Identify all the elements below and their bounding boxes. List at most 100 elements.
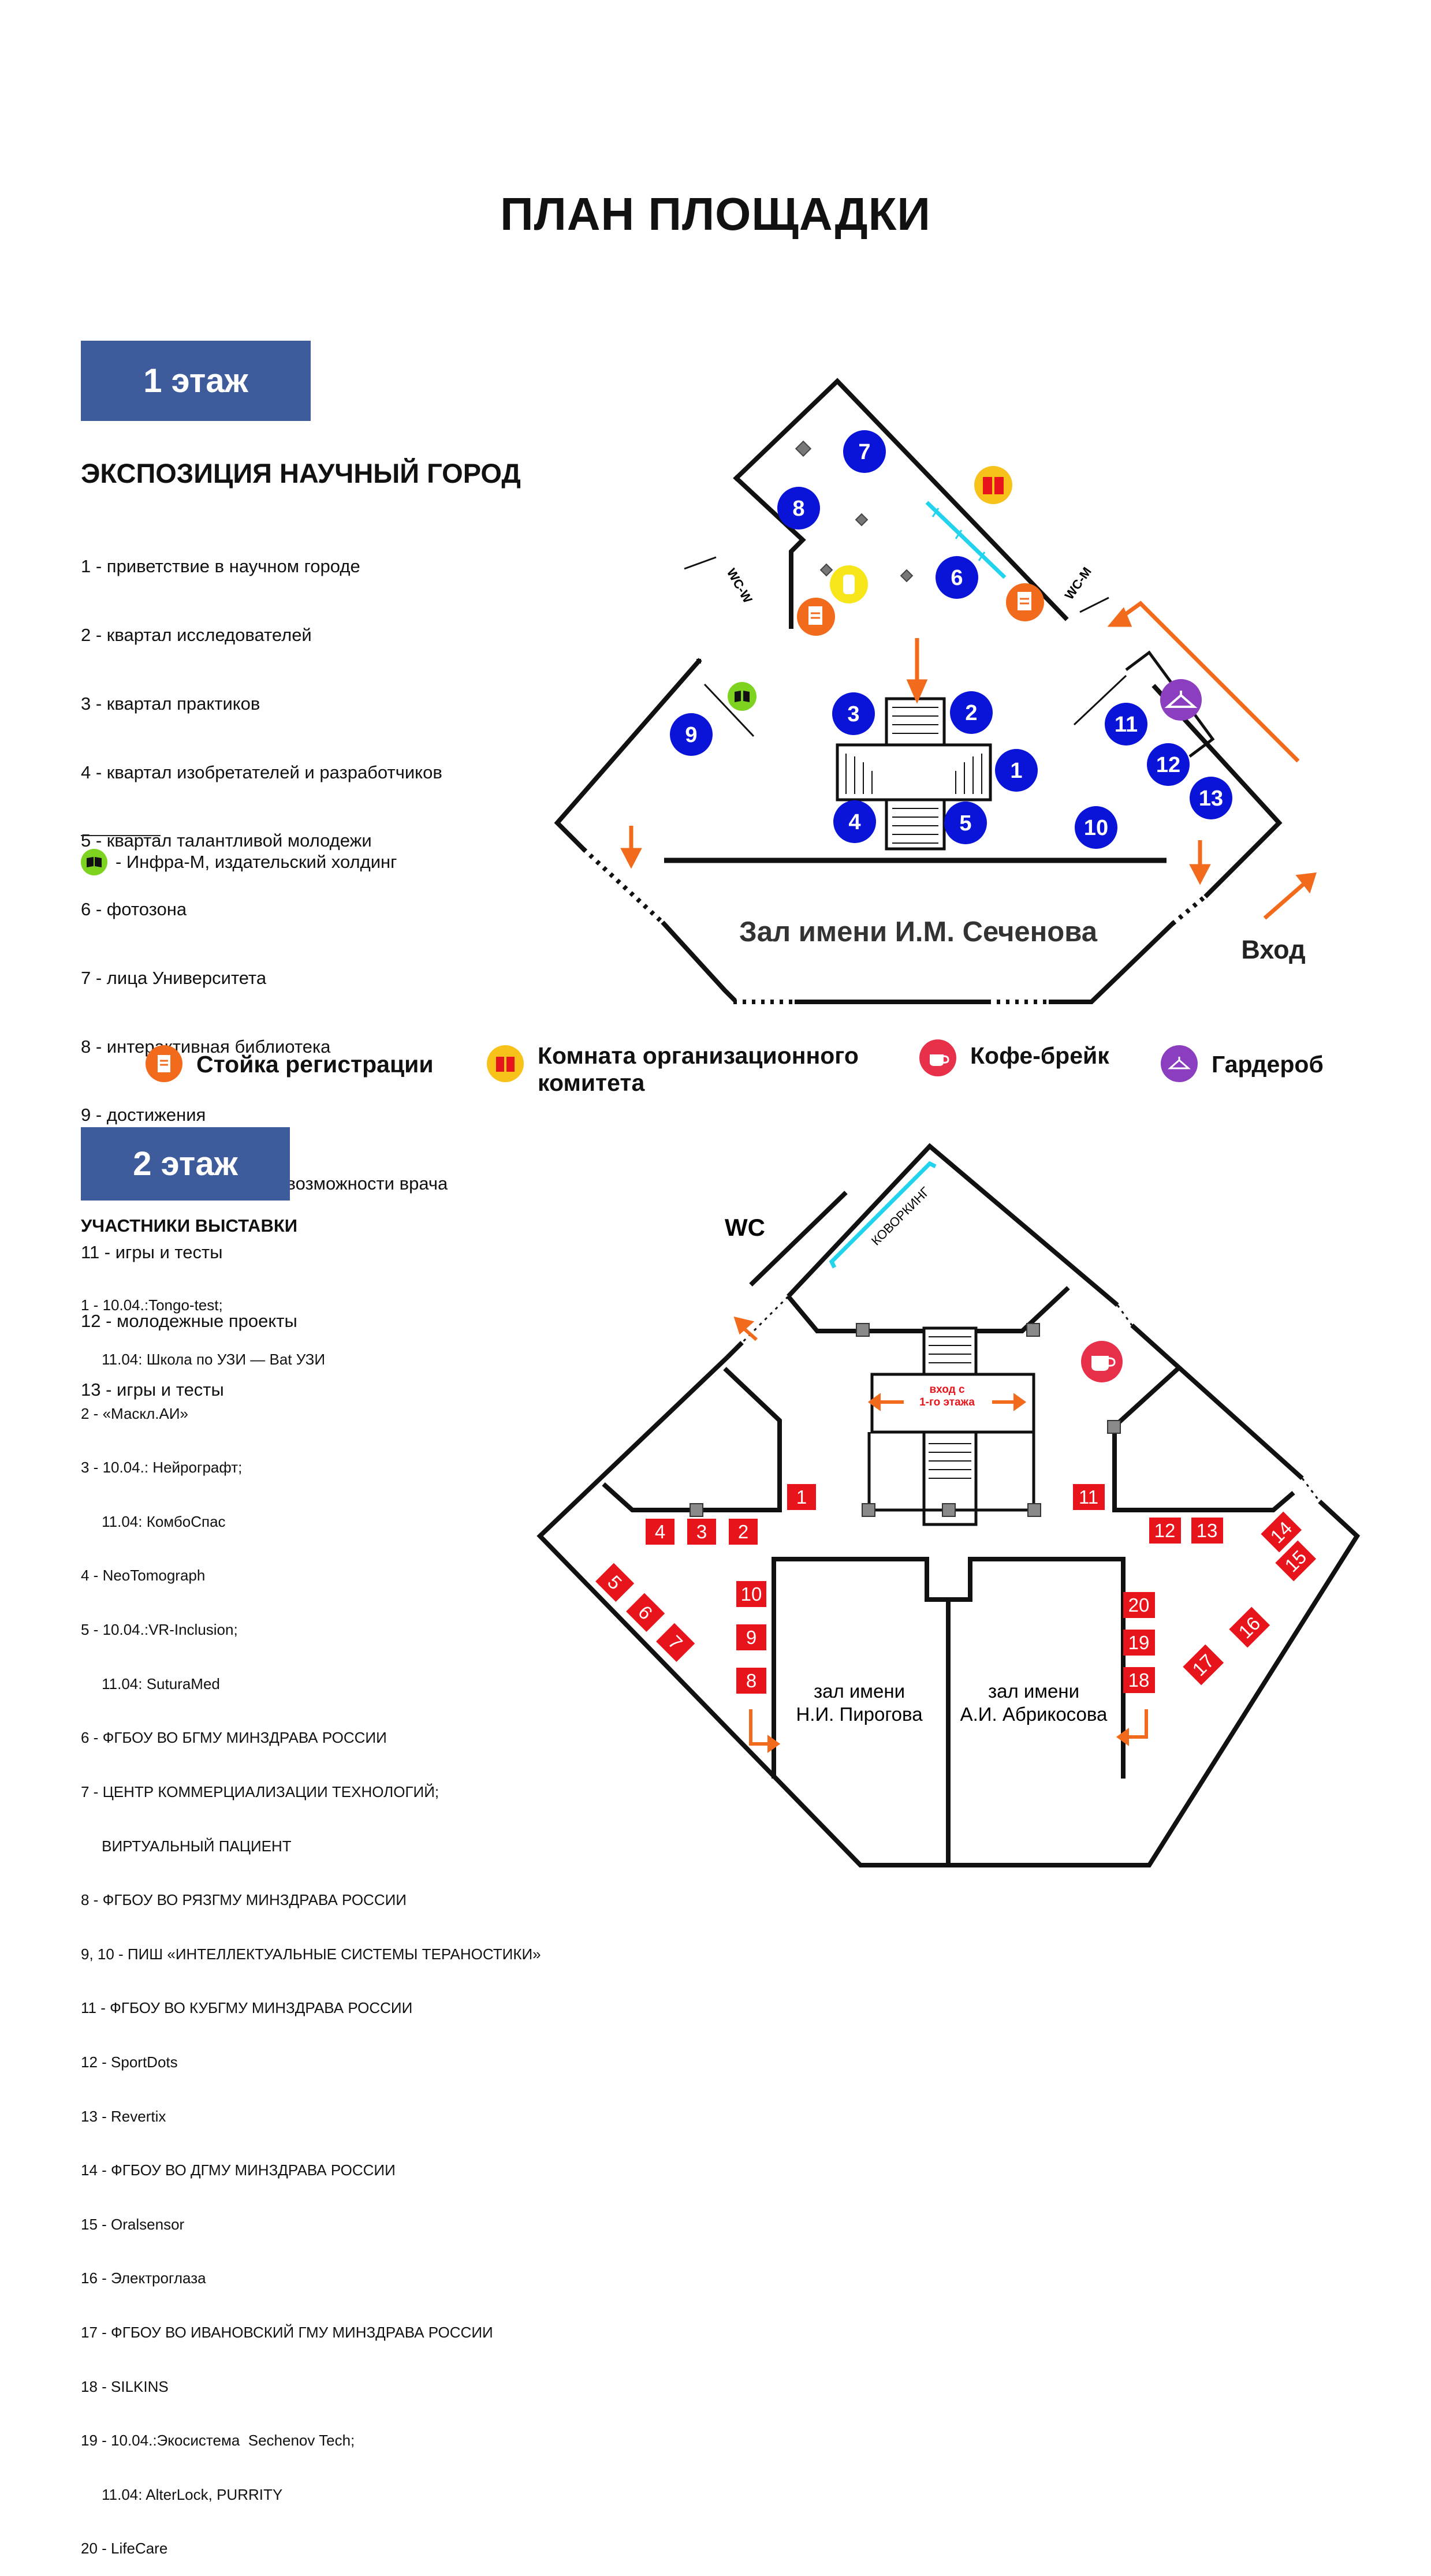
legend-committee-line2: комитета	[538, 1069, 645, 1096]
book-icon	[81, 849, 107, 875]
svg-text:13: 13	[1197, 1520, 1218, 1541]
hall-pirogov-line1: зал имени	[814, 1680, 905, 1702]
booth-19[interactable]: 19	[1123, 1630, 1155, 1656]
legend-committee-line1: Комната организационного	[538, 1042, 859, 1069]
booth-20[interactable]: 20	[1123, 1592, 1155, 1618]
list-item: 11 - ФГБОУ ВО КУБГМУ МИНЗДРАВА РОССИИ	[81, 1999, 413, 2017]
hanger-icon	[1160, 679, 1202, 721]
marker-3[interactable]: 3	[832, 692, 875, 735]
booth-6[interactable]: 6	[626, 1593, 665, 1632]
marker-8[interactable]: 8	[777, 487, 820, 530]
booth-18[interactable]: 18	[1123, 1667, 1155, 1693]
hall-sechenov-label: Зал имени И.М. Сеченова	[739, 916, 1098, 948]
legend-registration-label: Стойка регистрации	[196, 1051, 434, 1078]
list-item: 13 - Revertix	[81, 2107, 166, 2125]
list-item: 2 - квартал исследователей	[81, 624, 312, 645]
list-item: 4 - квартал изобретателей и разработчико…	[81, 762, 442, 782]
marker-1[interactable]: 1	[995, 749, 1038, 792]
list-item: 20 - LifeCare	[81, 2540, 168, 2558]
list-item: 9 - достижения	[81, 1105, 206, 1125]
booth-13[interactable]: 13	[1191, 1518, 1223, 1544]
marker-6[interactable]: 6	[936, 556, 978, 599]
booth-17[interactable]: 17	[1183, 1644, 1224, 1686]
list-item: 5 - квартал талантливой молодежи	[81, 830, 372, 851]
svg-text:10: 10	[1084, 816, 1108, 840]
list-item: 7 - ЦЕНТР КОММЕРЦИАЛИЗАЦИИ ТЕХНОЛОГИЙ;	[81, 1783, 439, 1800]
marker-5[interactable]: 5	[944, 801, 987, 844]
marker-7[interactable]: 7	[843, 430, 886, 473]
svg-text:4: 4	[848, 810, 860, 834]
svg-text:7: 7	[858, 440, 870, 464]
legend-wardrobe-label: Гардероб	[1212, 1051, 1324, 1078]
svg-text:12: 12	[1156, 753, 1180, 777]
svg-text:8: 8	[746, 1670, 757, 1691]
hall-abrikosov-line1: зал имени	[988, 1680, 1079, 1702]
svg-text:9: 9	[685, 723, 697, 747]
list-item: 14 - ФГБОУ ВО ДГМУ МИНЗДРАВА РОССИИ	[81, 2161, 396, 2179]
svg-text:1: 1	[1010, 759, 1022, 783]
clipboard-icon	[146, 1045, 182, 1082]
booth-2[interactable]: 2	[729, 1519, 758, 1545]
booth-7[interactable]: 7	[656, 1623, 695, 1662]
book-icon	[728, 682, 757, 711]
marker-2[interactable]: 2	[950, 691, 993, 734]
booth-12[interactable]: 12	[1149, 1518, 1181, 1544]
expo-title: ЭКСПОЗИЦИЯ НАУЧНЫЙ ГОРОД	[81, 458, 521, 489]
svg-text:8: 8	[792, 497, 804, 521]
clipboard-icon	[1006, 583, 1044, 621]
partner-label: - Инфра-М, издательский холдинг	[115, 852, 397, 872]
wc-label: WC	[725, 1214, 765, 1241]
coffee-cup-icon	[1081, 1341, 1123, 1382]
list-item: 7 - лица Университета	[81, 967, 267, 988]
list-item: 11.04: AlterLock, PURRITY	[81, 2485, 283, 2503]
list-item: 19 - 10.04.:Экосистема Sechenov Tech;	[81, 2432, 355, 2450]
list-item: 17 - ФГБОУ ВО ИВАНОВСКИЙ ГМУ МИНЗДРАВА Р…	[81, 2323, 493, 2341]
gift-icon	[974, 466, 1012, 504]
svg-text:11: 11	[1115, 713, 1138, 737]
legend-coffee-label: Кофе-брейк	[970, 1042, 1109, 1069]
list-item: 11.04: КомбоСпас	[81, 1512, 226, 1530]
marker-4[interactable]: 4	[833, 800, 876, 843]
floor-2-tab: 2 этаж	[81, 1127, 290, 1201]
list-item: 3 - 10.04.: Нейрографт;	[81, 1459, 243, 1477]
wc-w-label: WC-W	[724, 566, 755, 606]
list-item: 5 - 10.04.:VR-Inclusion;	[81, 1621, 238, 1639]
booth-3[interactable]: 3	[687, 1519, 716, 1545]
list-item: 11 - игры и тесты	[81, 1242, 223, 1262]
list-item: 6 - ФГБОУ ВО БГМУ МИНЗДРАВА РОССИИ	[81, 1729, 387, 1747]
list-item: ВИРТУАЛЬНЫЙ ПАЦИЕНТ	[81, 1837, 292, 1855]
booth-16[interactable]: 16	[1229, 1606, 1270, 1648]
marker-11[interactable]: 11	[1105, 703, 1147, 745]
list-item: 11.04: Школа по УЗИ — Bat УЗИ	[81, 1351, 326, 1369]
fire-extinguisher-icon	[830, 565, 868, 603]
marker-13[interactable]: 13	[1190, 777, 1232, 819]
partner-legend: - Инфра-М, издательский холдинг	[81, 849, 397, 875]
svg-text:13: 13	[1199, 786, 1223, 811]
marker-12[interactable]: 12	[1147, 743, 1190, 786]
legend-wardrobe: Гардероб	[1161, 1045, 1324, 1082]
svg-text:1: 1	[796, 1486, 807, 1508]
hall-pirogov-line2: Н.И. Пирогова	[796, 1703, 923, 1725]
legend-coffee: Кофе-брейк	[919, 1039, 1109, 1076]
booth-9[interactable]: 9	[736, 1624, 766, 1650]
floor-1-tab: 1 этаж	[81, 341, 311, 421]
hall-abrikosov-line2: А.И. Абрикосова	[960, 1703, 1108, 1725]
svg-text:20: 20	[1128, 1594, 1150, 1616]
booth-10[interactable]: 10	[736, 1581, 766, 1607]
participants-list: 1 - 10.04.:Tongo-test; 11.04: Школа по У…	[81, 1261, 541, 2576]
booth-11[interactable]: 11	[1073, 1484, 1105, 1510]
coffee-cup-icon	[919, 1039, 956, 1076]
marker-10[interactable]: 10	[1075, 806, 1117, 849]
page-title: ПЛАН ПЛОЩАДКИ	[500, 188, 931, 240]
participants-title: УЧАСТНИКИ ВЫСТАВКИ	[81, 1216, 298, 1236]
booth-4[interactable]: 4	[646, 1519, 674, 1545]
booth-8[interactable]: 8	[736, 1668, 766, 1694]
booth-5[interactable]: 5	[595, 1563, 635, 1602]
list-item: 18 - SILKINS	[81, 2377, 169, 2395]
list-item: 9, 10 - ПИШ «ИНТЕЛЛЕКТУАЛЬНЫЕ СИСТЕМЫ ТЕ…	[81, 1945, 541, 1963]
list-item: 12 - SportDots	[81, 2053, 178, 2071]
entrance-label: Вход	[1241, 935, 1305, 964]
list-item: 16 - Электроглаза	[81, 2269, 206, 2287]
marker-9[interactable]: 9	[670, 713, 713, 756]
booth-1[interactable]: 1	[787, 1484, 816, 1510]
